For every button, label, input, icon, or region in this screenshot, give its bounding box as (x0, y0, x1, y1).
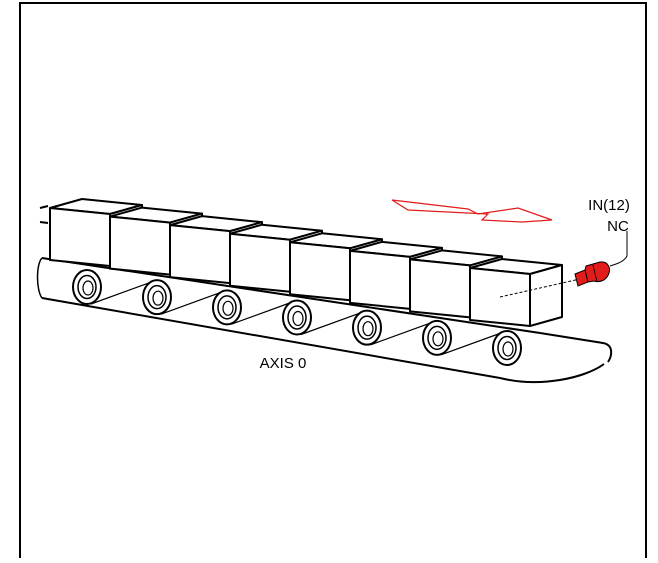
frame-border (19, 2, 647, 558)
sensor-beam (499, 278, 581, 298)
sensor-leader-line (609, 231, 628, 267)
roller-1 (72, 269, 102, 305)
sensor-input-label: IN(12) (588, 197, 630, 214)
proximity-sensor-icon (574, 261, 610, 287)
roller-4 (282, 299, 312, 336)
box-partial (39, 205, 49, 224)
belt-left-end (36, 257, 43, 299)
direction-arrow (391, 199, 553, 223)
roller-6 (422, 319, 452, 356)
roller-7 (492, 330, 522, 366)
boxes (39, 198, 563, 327)
rollers (72, 269, 522, 366)
roller-2 (142, 279, 172, 316)
belt-return-lines (90, 281, 502, 356)
sensor-contact-label: NC (607, 218, 629, 235)
roller-5 (352, 309, 382, 346)
box-8 (469, 258, 563, 327)
roller-3 (212, 289, 242, 326)
conveyor-axis-label: AXIS 0 (260, 355, 307, 372)
